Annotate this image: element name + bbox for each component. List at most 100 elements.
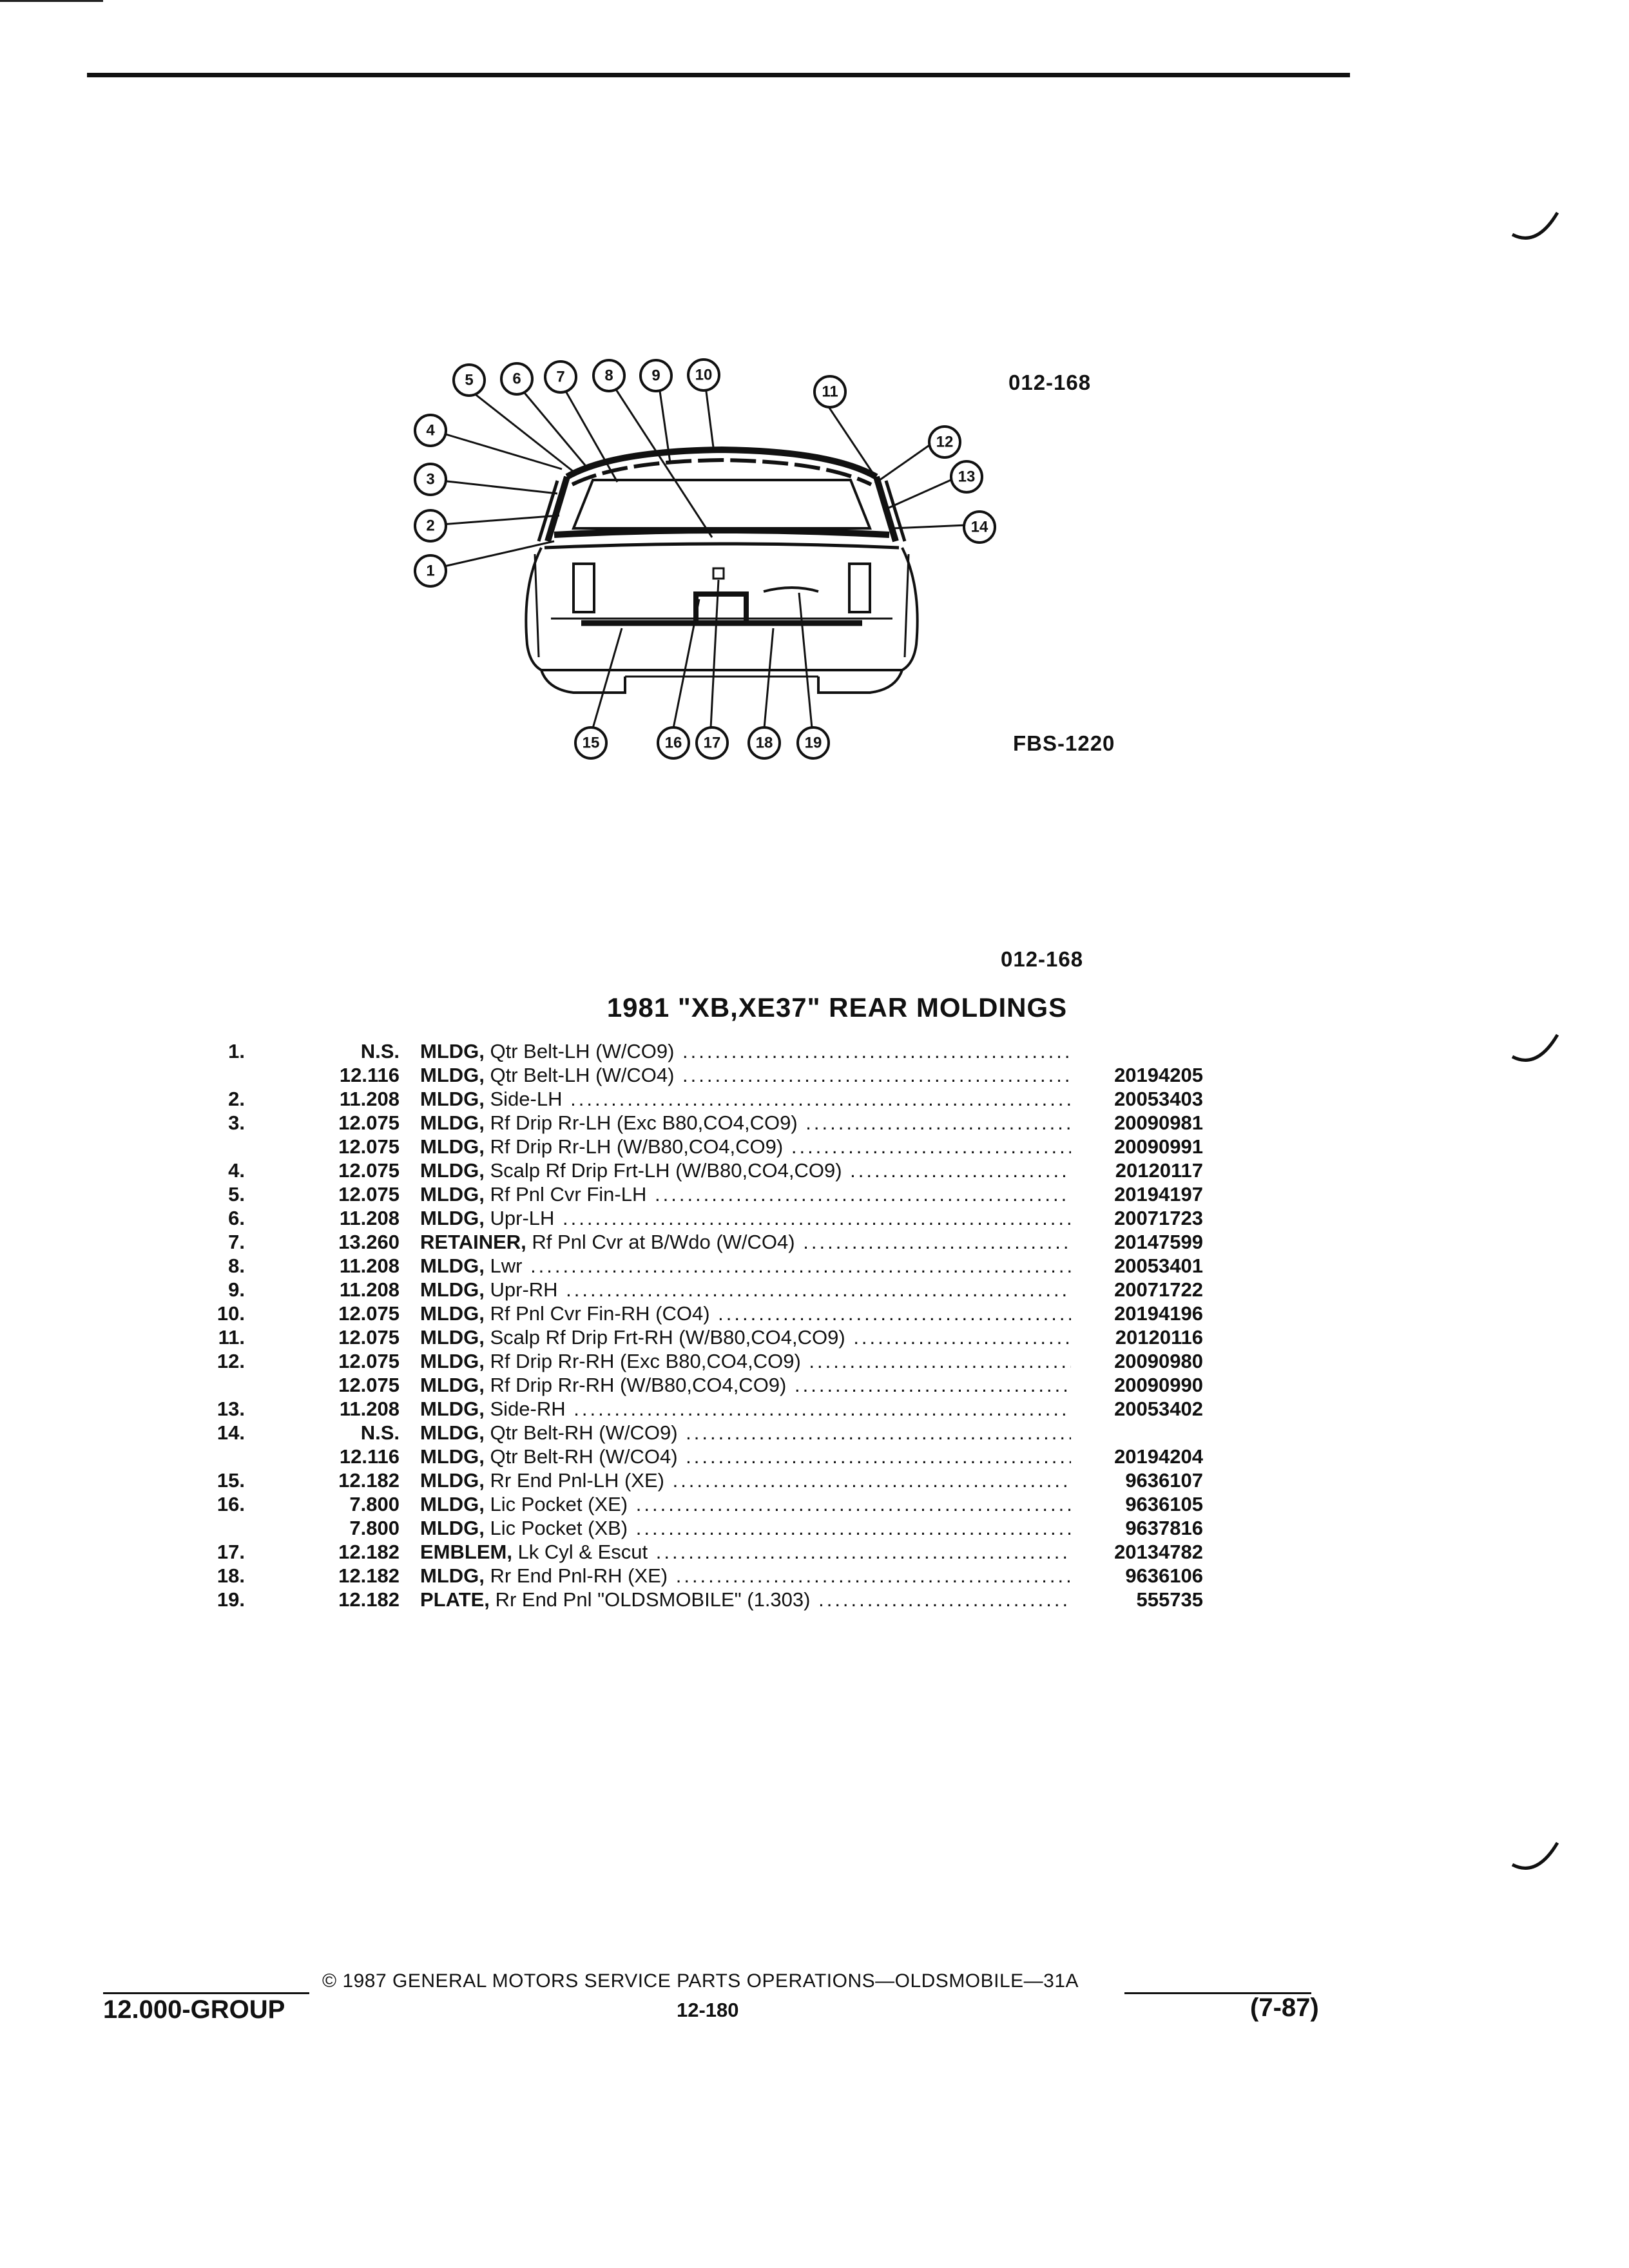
item-number: 9. [228,1278,245,1301]
part-name: MLDG, [420,1421,485,1444]
part-number: 20071722 [1114,1278,1203,1301]
part-detail: Upr-RH [490,1278,558,1301]
callout-13: 13 [950,460,983,494]
parts-row: 12.116 MLDG, Qtr Belt-RH (W/CO4) ........… [193,1445,1205,1468]
group-number: 12.075 [338,1111,400,1134]
part-name: MLDG, [420,1469,485,1492]
part-number: 20194197 [1114,1183,1203,1206]
callout-1: 1 [414,554,447,588]
leader-dots: ........................................… [672,1469,1071,1492]
part-number: 20053402 [1114,1398,1203,1420]
item-number: 12. [217,1350,245,1372]
callout-16: 16 [657,726,690,760]
item-number: 6. [228,1207,245,1229]
leader-dots: ........................................… [675,1564,1071,1587]
part-description: MLDG, Lic Pocket (XB) ..................… [420,1516,1071,1540]
part-detail: Rf Pnl Cvr at B/Wdo (W/CO4) [532,1231,795,1253]
part-name: MLDG, [420,1564,485,1587]
part-description: MLDG, Qtr Belt-RH (W/CO9) ..............… [420,1421,1071,1445]
leader-dots: ........................................… [805,1111,1071,1134]
item-number: 11. [218,1326,245,1349]
callout-12: 12 [928,425,961,459]
svg-text:11: 11 [822,383,838,401]
part-name: MLDG, [420,1064,485,1086]
part-name: EMBLEM, [420,1541,512,1563]
part-name: MLDG, [420,1302,485,1325]
part-number: 20090980 [1114,1350,1203,1372]
part-description: MLDG, Lic Pocket (XE) ..................… [420,1492,1071,1516]
part-description: MLDG, Qtr Belt-RH (W/CO4) ..............… [420,1445,1071,1468]
footer-page-number: 12-180 [677,1999,739,2021]
leader-dots: ........................................… [850,1159,1071,1182]
part-detail: Rf Drip Rr-LH (W/B80,CO4,CO9) [490,1135,784,1158]
group-number: 12.075 [338,1183,400,1206]
part-name: MLDG, [420,1111,485,1134]
part-number: 20120117 [1115,1159,1203,1182]
svg-text:7: 7 [556,369,564,386]
callout-11: 11 [813,375,847,408]
footer-copyright: © 1987 GENERAL MOTORS SERVICE PARTS OPER… [322,1970,1079,1992]
part-description: RETAINER, Rf Pnl Cvr at B/Wdo (W/CO4) ..… [420,1230,1071,1254]
part-name: MLDG, [420,1326,485,1349]
part-number: 20090990 [1114,1374,1203,1396]
part-description: MLDG, Qtr Belt-LH (W/CO4) ..............… [420,1063,1071,1087]
part-name: MLDG, [420,1374,485,1396]
callout-4: 4 [414,414,447,447]
part-detail: Rf Drip Rr-RH (W/B80,CO4,CO9) [490,1374,787,1396]
callout-19: 19 [796,726,830,760]
part-number: 20194196 [1114,1302,1203,1325]
svg-text:19: 19 [805,735,822,752]
svg-text:16: 16 [665,735,682,752]
item-number: 4. [228,1159,245,1182]
part-detail: Side-LH [490,1088,563,1110]
part-number: 20090981 [1114,1111,1203,1134]
part-description: MLDG, Rf Drip Rr-LH (W/B80,CO4,CO9) ....… [420,1135,1071,1158]
footer-rule-right [1124,1992,1311,1994]
part-description: MLDG, Scalp Rf Drip Frt-RH (W/B80,CO4,CO… [420,1325,1071,1349]
svg-text:15: 15 [583,735,600,752]
part-number: 20194204 [1114,1445,1203,1468]
part-detail: Upr-LH [490,1207,555,1229]
group-number: 12.182 [338,1541,400,1563]
leader-dots: ........................................… [655,1541,1071,1563]
part-description: MLDG, Rf Drip Rr-RH (Exc B80,CO4,CO9) ..… [420,1349,1071,1373]
leader-dots: ........................................… [530,1254,1071,1277]
rear-moldings-diagram: 1 2 3 4 5 6 7 8 9 10 11 12 13 14 15 16 1… [414,358,996,760]
callout-14: 14 [963,510,996,544]
group-number: 11.208 [339,1088,400,1110]
group-number: 11.208 [339,1278,400,1301]
group-number: 12.182 [338,1588,400,1611]
part-description: MLDG, Upr-LH ...........................… [420,1206,1071,1230]
leader-dots: ........................................… [791,1135,1071,1158]
svg-text:10: 10 [695,367,713,384]
group-number: N.S. [360,1040,400,1062]
part-detail: Lk Cyl & Escut [517,1541,648,1563]
svg-text:1: 1 [426,562,434,580]
part-description: MLDG, Scalp Rf Drip Frt-LH (W/B80,CO4,CO… [420,1158,1071,1182]
part-description: MLDG, Side-RH ..........................… [420,1397,1071,1421]
part-detail: Qtr Belt-RH (W/CO4) [490,1445,678,1468]
group-number: 12.116 [339,1445,400,1468]
group-number: 13.260 [338,1231,400,1253]
part-detail: Lic Pocket (XB) [490,1517,628,1539]
item-number: 1. [228,1040,245,1062]
part-name: MLDG, [420,1445,485,1468]
footer-revision-date: (7-87) [1250,1994,1319,2022]
part-detail: Qtr Belt-LH (W/CO4) [490,1064,675,1086]
leader-dots: ........................................… [718,1302,1071,1325]
leader-dots: ........................................… [682,1064,1071,1086]
item-number: 17. [217,1541,245,1563]
part-name: PLATE, [420,1588,490,1611]
group-number: 7.800 [349,1517,400,1539]
leader-dots: ........................................… [654,1183,1071,1206]
item-number: 18. [217,1564,245,1587]
part-description: MLDG, Rf Drip Rr-LH (Exc B80,CO4,CO9) ..… [420,1111,1071,1135]
part-detail: Qtr Belt-LH (W/CO9) [490,1040,675,1062]
section-code: 012-168 [1001,947,1084,971]
figure-code-bottom: FBS-1220 [1013,731,1115,755]
part-detail: Rf Drip Rr-RH (Exc B80,CO4,CO9) [490,1350,801,1372]
leader-lines [441,386,967,729]
callout-18: 18 [747,726,781,760]
